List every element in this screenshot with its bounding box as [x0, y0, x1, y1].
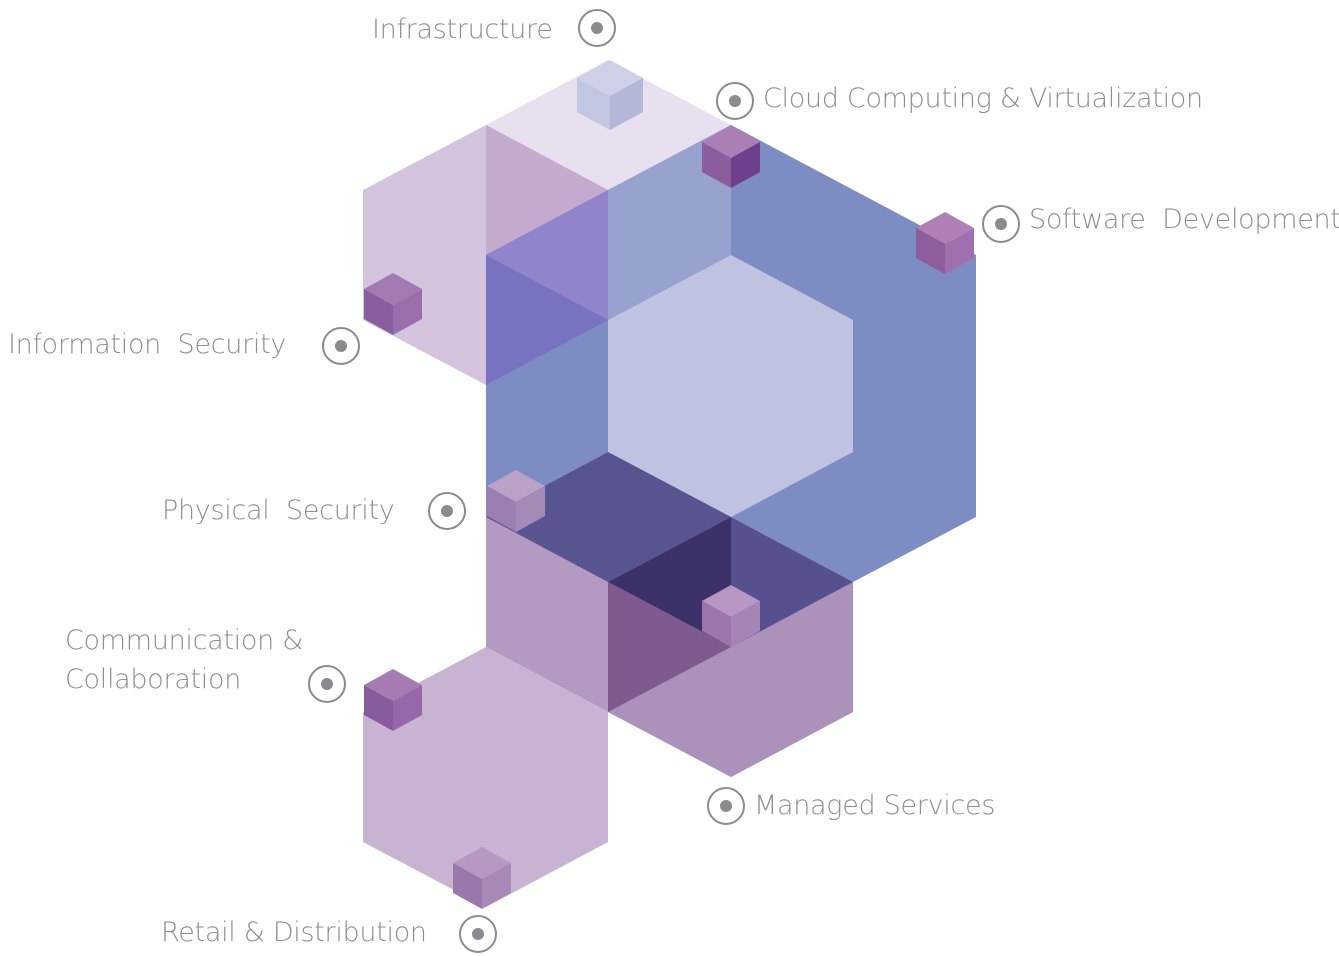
marker-software[interactable] [982, 205, 1020, 243]
marker-retail[interactable] [459, 915, 497, 953]
dark-overlap-left [486, 452, 731, 582]
cube-cloud [702, 125, 760, 188]
managed-services-right-face [608, 582, 853, 777]
marker-cloud[interactable] [716, 82, 754, 120]
label-communication-line2: Collaboration [65, 664, 242, 695]
overlap-purple-lower [486, 255, 608, 385]
radio-marker-icon [729, 95, 741, 107]
dark-overlap-center [608, 517, 731, 647]
radio-marker-icon [720, 800, 732, 812]
plum-face [608, 582, 731, 712]
radio-marker-icon [335, 340, 347, 352]
radio-marker-icon [472, 928, 484, 940]
label-communication: Communication & Collaboration [65, 621, 303, 699]
marker-managed[interactable] [707, 787, 745, 825]
cube-physical [487, 470, 545, 532]
center-hexagon [608, 255, 853, 517]
label-managed: Managed Services [754, 790, 996, 821]
label-retail: Retail & Distribution [161, 917, 427, 948]
radio-marker-icon [321, 678, 333, 690]
marker-infosec[interactable] [322, 327, 360, 365]
cube-managed-top [702, 585, 760, 647]
marker-infrastructure[interactable] [578, 9, 616, 47]
marker-physical[interactable] [428, 492, 466, 530]
label-software: Software Development [1029, 204, 1339, 235]
cube-retail [453, 847, 511, 909]
marker-communication[interactable] [308, 665, 346, 703]
cube-infrastructure [577, 60, 643, 130]
cube-communication [364, 669, 422, 731]
radio-marker-icon [441, 505, 453, 517]
label-cloud: Cloud Computing & Virtualization [763, 83, 1203, 114]
label-infosec: Information Security [8, 329, 287, 360]
overlap-purple-upper [486, 190, 608, 320]
label-infrastructure: Infrastructure [372, 14, 553, 45]
radio-marker-icon [995, 218, 1007, 230]
communication-hexagon [363, 647, 608, 907]
cube-software [916, 212, 974, 274]
label-communication-line1: Communication & [65, 625, 303, 656]
dark-overlap-right [731, 517, 853, 647]
label-physical: Physical Security [162, 495, 395, 526]
cube-infosec [364, 273, 422, 335]
radio-marker-icon [591, 22, 603, 34]
